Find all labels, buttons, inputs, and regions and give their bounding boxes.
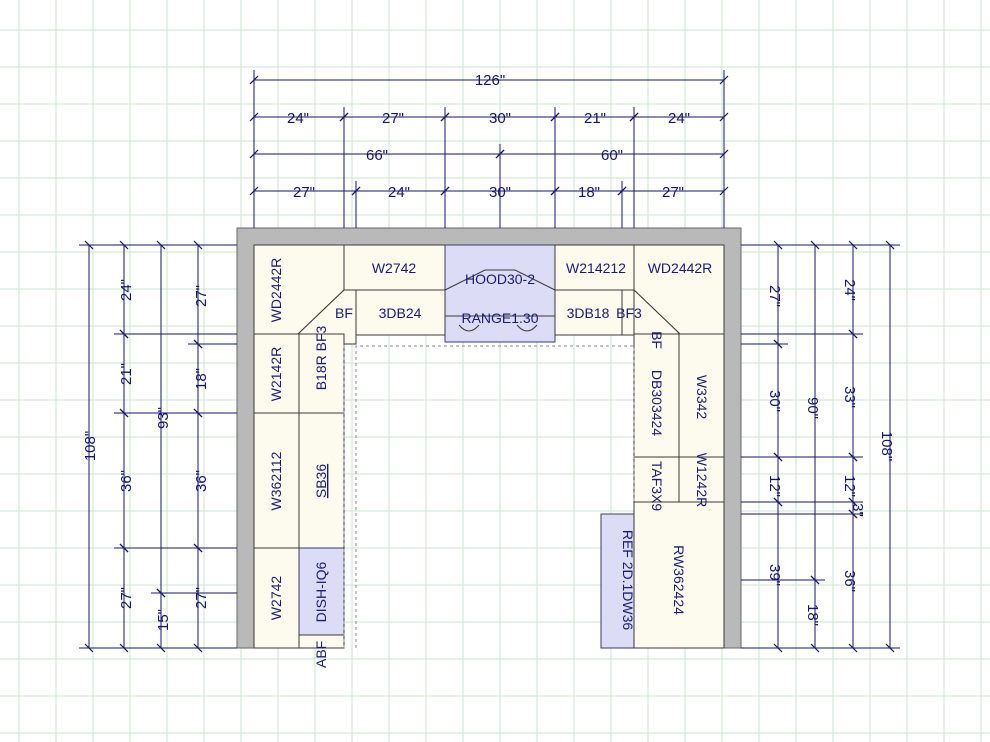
dim-top4-d: 18"	[578, 184, 600, 201]
dim-right-outer: 108"	[878, 431, 895, 461]
dim-top4-c: 30"	[489, 184, 511, 201]
dim-left-c3: 36"	[193, 470, 210, 492]
cabinet-w362112[interactable]	[253, 412, 300, 549]
dim-left-a4: 27"	[118, 587, 135, 609]
dim-left-b1: 93"	[155, 407, 172, 429]
dim-top4-b: 24"	[388, 184, 410, 201]
dim-left-c2: 18"	[193, 368, 210, 390]
label-bf3-top: BF3	[616, 305, 642, 321]
dimension-labels-right: 27" 30" 12" 39" 90" 18" 24" 33" 12" 3" 3…	[766, 279, 895, 626]
dim-top-total: 126"	[475, 72, 505, 89]
dim-right-b1: 90"	[804, 397, 821, 419]
label-db303424: DB303424	[649, 370, 665, 436]
label-wd2442r-left: WD2442R	[268, 258, 284, 323]
dim-left-a3: 36"	[118, 470, 135, 492]
cabinet-3db18[interactable]	[554, 289, 623, 336]
label-abf: ABF	[313, 641, 329, 668]
dim-left-c1: 27"	[193, 285, 210, 307]
refrigerator[interactable]	[600, 513, 635, 649]
dim-top4-a: 27"	[293, 184, 315, 201]
dim-right-c3: 12"	[841, 475, 858, 497]
dim-right-c2: 33"	[841, 386, 858, 408]
cabinet-labels: WD2442R W2742 HOOD30-2 W214212 WD2442R B…	[268, 258, 712, 668]
dim-left-outer: 108"	[82, 431, 99, 461]
label-w2142r: W2142R	[268, 347, 284, 401]
dim-top2-c: 30"	[489, 110, 511, 127]
cabinet-rw362424[interactable]	[633, 501, 725, 649]
label-range: RANGE1.30	[461, 310, 538, 326]
label-w3342: W3342	[694, 375, 710, 420]
dim-top3-b: 60"	[601, 147, 623, 164]
label-w362112: W362112	[268, 451, 284, 510]
label-ref: REF 2D.1DW36	[620, 530, 636, 631]
dim-right-b2: 18"	[804, 604, 821, 626]
dim-top2-e: 24"	[668, 110, 690, 127]
label-taf3x9: TAF3X9	[649, 461, 665, 512]
right-wall-cabinets	[600, 333, 725, 649]
label-sb36: SB36	[313, 464, 329, 498]
label-rw362424: RW362424	[671, 545, 687, 615]
label-w1242r: W1242R	[694, 453, 710, 507]
dim-top2-b: 27"	[382, 110, 404, 127]
cabinet-w2142r[interactable]	[253, 333, 300, 414]
dim-right-c4: 3"	[849, 503, 866, 517]
label-hood: HOOD30-2	[465, 271, 535, 287]
dim-top2-a: 24"	[287, 110, 309, 127]
cabinet-w214212[interactable]	[554, 244, 635, 291]
label-b18r-bf3: B18R BF3	[313, 325, 329, 390]
dim-left-a1: 24"	[118, 279, 135, 301]
dim-top4-e: 27"	[662, 184, 684, 201]
cabinet-3db24[interactable]	[355, 289, 446, 336]
dim-left-b2: 15"	[155, 609, 172, 631]
label-w2742-top: W2742	[372, 260, 417, 276]
label-w2742-left: W2742	[268, 576, 284, 621]
dimension-labels-top: 126" 24" 27" 30" 21" 24" 66" 60" 27" 24"…	[287, 72, 690, 201]
dim-left-a2: 21"	[118, 363, 135, 385]
label-bf-right: BF	[649, 331, 665, 349]
dimension-labels-left: 108" 24" 21" 36" 27" 93" 15" 27" 18" 36"…	[82, 279, 210, 631]
cabinet-w2742-left[interactable]	[253, 547, 300, 649]
dim-right-a2: 30"	[766, 390, 783, 412]
dim-top2-d: 21"	[584, 110, 606, 127]
dim-left-c4: 27"	[193, 587, 210, 609]
label-3db18: 3DB18	[567, 305, 610, 321]
dimension-lines	[79, 70, 900, 653]
label-wd2442r-right: WD2442R	[648, 260, 713, 276]
label-bf-top-left: BF	[335, 305, 353, 321]
cabinet-b18r-bf3[interactable]	[298, 333, 345, 414]
label-3db24: 3DB24	[379, 305, 422, 321]
dim-right-c1: 24"	[841, 279, 858, 301]
left-wall-cabinets	[253, 333, 345, 649]
dim-right-a1: 27"	[766, 285, 783, 307]
dim-top3-a: 66"	[366, 147, 388, 164]
countertop-outline	[355, 345, 635, 648]
dim-right-c5: 36"	[841, 570, 858, 592]
back-wall-cabinets	[253, 244, 725, 345]
dim-right-a3: 12"	[766, 475, 783, 497]
label-w214212: W214212	[566, 260, 626, 276]
cabinet-w2742-top[interactable]	[343, 244, 446, 291]
dim-right-a4: 39"	[766, 564, 783, 586]
label-dish: DISH-IQ6	[313, 561, 329, 622]
